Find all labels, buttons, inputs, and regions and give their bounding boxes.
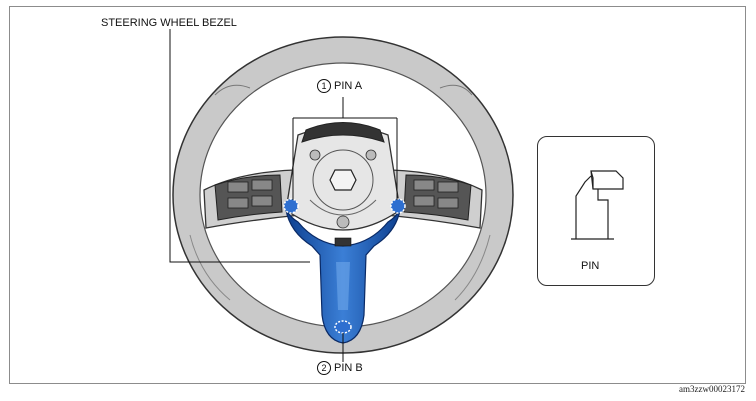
- pin-b-text: PIN B: [334, 362, 363, 374]
- left-spoke: [203, 169, 301, 229]
- pin-a-right-marker: [390, 198, 406, 214]
- steering-wheel-bezel: [285, 209, 401, 344]
- pin-a-left-marker: [283, 198, 299, 214]
- pin-inset-drawing: [571, 170, 624, 240]
- pin-b-marker: [334, 320, 352, 334]
- document-id: am3zzw00023172: [679, 384, 745, 394]
- label-pin-b: 2 PIN B: [317, 361, 363, 375]
- pin-a-text: PIN A: [334, 80, 363, 92]
- pin-a-number-badge: 1: [317, 79, 331, 93]
- leader-lines: [169, 29, 398, 362]
- label-steering-wheel-bezel: STEERING WHEEL BEZEL: [101, 17, 237, 29]
- pin-b-number-badge: 2: [317, 361, 331, 375]
- label-pin-a: 1 PIN A: [317, 79, 362, 93]
- pin-detail-inset: [537, 136, 655, 286]
- inset-label-pin: PIN: [581, 260, 600, 272]
- center-hub: [285, 122, 401, 231]
- right-spoke: [385, 169, 483, 229]
